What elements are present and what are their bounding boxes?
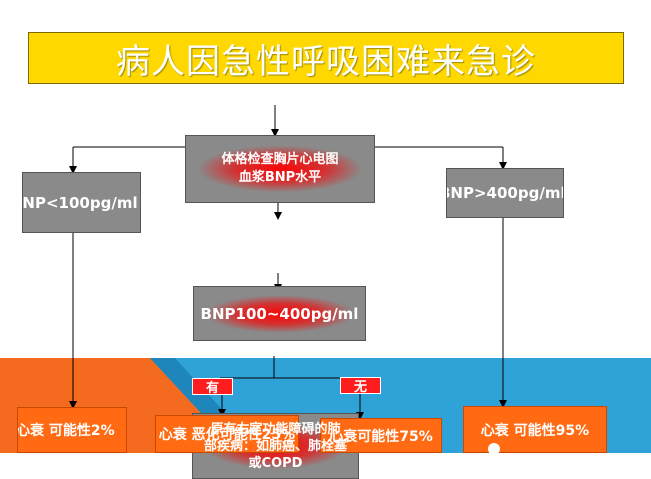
result-yes-text: 心衰 恶化可能性25% [158, 427, 296, 443]
history-line3: 或COPD [248, 455, 303, 471]
exam-box: 体格检查胸片心电图 血浆BNP水平 [185, 135, 375, 203]
result-high-text: 心衰 可能性95% [480, 422, 590, 439]
yes-tag: 有 [192, 378, 233, 396]
page-title: 病人因急性呼吸困难来急诊 [28, 32, 624, 84]
bnp-mid-box: BNP100~400pg/ml [193, 286, 366, 341]
no-tag: 无 [340, 377, 381, 395]
exam-line1: 体格检查胸片心电图 [221, 152, 339, 167]
result-low-box: 心衰 可能性2% [17, 407, 127, 453]
bnp-low-label: BNP<100pg/ml [22, 193, 138, 212]
result-no-text: 心衰可能性75% [329, 428, 433, 445]
history-line2: 部疾病：如肺癌、肺栓塞 [203, 438, 347, 454]
result-yes-box: 心衰 恶化可能性25% [155, 415, 299, 453]
bnp-high-box: BNP>400pg/ml [446, 168, 564, 218]
wechat-icon [488, 443, 500, 455]
page-title-text: 病人因急性呼吸困难来急诊 [116, 41, 536, 82]
watermark [488, 442, 506, 455]
no-tag-text: 无 [353, 380, 367, 395]
yes-tag-text: 有 [205, 381, 219, 396]
bnp-high-label: BNP>400pg/ml [446, 184, 564, 202]
bnp-low-box: BNP<100pg/ml [22, 172, 141, 233]
flowchart-stage: 病人因急性呼吸困难来急诊 体格检查胸片心电图 血浆BNP水平 BNP<100pg… [0, 0, 651, 453]
result-no-box: 心衰可能性75% [320, 418, 442, 453]
result-low-text: 心衰 可能性2% [17, 423, 115, 439]
result-high-box: 心衰 可能性95% [463, 406, 607, 453]
bnp-mid-label: BNP100~400pg/ml [200, 304, 359, 323]
history-line1: 原有右室功能障碍的肺 [210, 421, 341, 437]
history-box: 原有右室功能障碍的肺 部疾病：如肺癌、肺栓塞 或COPD [192, 413, 359, 479]
exam-line2: 血浆BNP水平 [238, 170, 322, 185]
